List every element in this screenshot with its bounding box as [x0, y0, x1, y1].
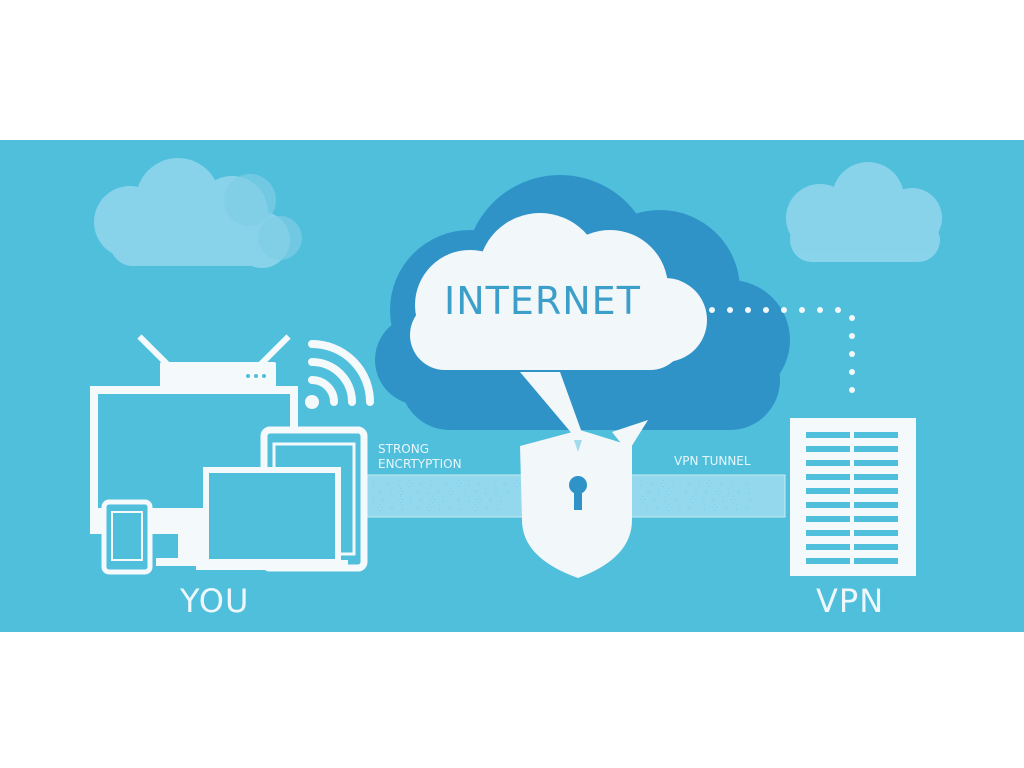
encryption-label-line1: STRONG [378, 442, 430, 456]
vpn-diagram [90, 158, 942, 578]
dotted-connector [709, 307, 855, 393]
vpn-tunnel-label: VPN TUNNEL [674, 454, 751, 468]
internet-cloud-front [410, 213, 707, 370]
encryption-label-line2: ENCRTYPTION [378, 457, 462, 471]
vpn-diagram-panel: ⁚ ⁘ ⁚ ⁛ ⁘ ⁚ ⁘ ⁛ ⁚ ⁘ ⁚ ⁘ ⁛ ⁘ ⁚ ⁛ ⁘ ⁚ ⁘ ⁛ … [0, 140, 1024, 632]
cloud-icon-right [786, 162, 942, 262]
vpn-label: VPN [816, 582, 885, 620]
you-label: YOU [180, 582, 250, 620]
wifi-icon [305, 340, 374, 409]
cloud-icon-left-shadow [224, 174, 302, 260]
encrypted-data-stream-right: ⁚ ⁘ ⁛ ⁚ ⁘ ⁚ ⁛ ⁘ ⁚ ⁘ ⁘ ⁚ ⁛ ⁘ ⁚ ⁘ ⁛ ⁚ ⁘ ⁚ … [640, 480, 755, 512]
encrypted-data-stream-left: ⁚ ⁘ ⁚ ⁛ ⁘ ⁚ ⁘ ⁛ ⁚ ⁘ ⁚ ⁘ ⁛ ⁘ ⁚ ⁛ ⁘ ⁚ ⁘ ⁛ … [372, 480, 521, 512]
arrow-head [612, 420, 648, 452]
server-icon [790, 418, 916, 576]
internet-label: INTERNET [444, 279, 641, 323]
laptop-icon [196, 467, 348, 570]
shield-lock-icon [520, 430, 632, 578]
phone-icon [101, 499, 153, 575]
router-icon [137, 334, 291, 390]
strong-encryption-label: STRONG ENCRTYPTION [378, 442, 462, 472]
